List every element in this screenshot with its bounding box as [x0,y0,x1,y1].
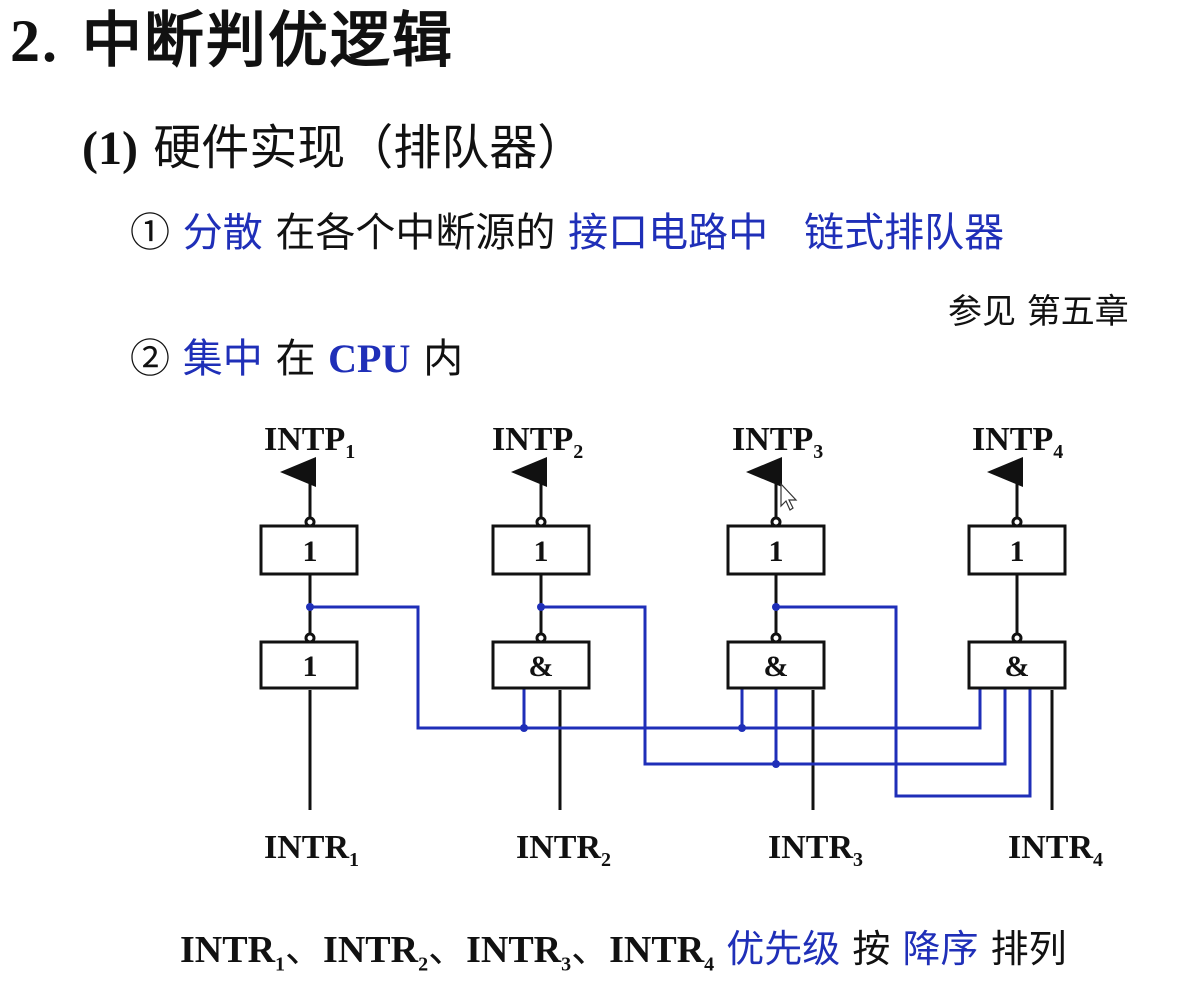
junction-dot-1 [306,603,314,611]
inverter-bubble-bottom-1 [304,632,316,644]
title-number: 2. [10,8,59,74]
item2-suffix: 内 [423,336,464,382]
chapter-reference: 参见 第五章 [948,292,1129,332]
footer-signal-1: INTR1 [180,929,286,976]
inverter-bubble-bottom-3 [770,632,782,644]
item1-location: 接口电路中 [568,210,769,256]
footer-signal-2: INTR2 [323,929,429,976]
item2-marker: ② [130,336,170,382]
subtitle-number: (1) [82,122,138,175]
footer-arrange: 排列 [990,927,1067,971]
item2-cpu: CPU [328,336,411,381]
item1-text: 在各个中断源的 [275,210,556,256]
junction-dot-4 [520,724,528,732]
mouse-cursor-icon [780,482,798,511]
footer-separator-1: 、 [285,927,324,971]
inverter-bubble-top-1 [304,516,316,528]
footer-separator-2: 、 [428,927,467,971]
input-label-1: INTR1 [264,829,359,871]
top-gate-4 [967,524,1067,576]
inverter-bubble-top-4 [1011,516,1023,528]
footer-priority: 优先级 [726,927,841,971]
bottom-gate-label-4: & [1005,650,1030,683]
item-distributed: ① 分散 在各个中断源的 接口电路中链式排队器 [130,200,1004,258]
blue-wire-b [541,605,1007,766]
inverter-bubble-bottom-4 [1011,632,1023,644]
item1-type: 链式排队器 [804,210,1005,256]
section-subtitle: (1) 硬件实现（排队器） [82,108,585,178]
footer-separator-3: 、 [571,927,610,971]
junction-dot-2 [537,603,545,611]
output-label-2: INTP2 [492,421,583,463]
priority-statement: INTR1、INTR2、INTR3、INTR4 优先级 按 降序 排列 [180,918,1067,977]
footer-signal-3: INTR3 [466,929,572,976]
output-label-3: INTP3 [732,421,823,463]
bottom-gate-4 [967,640,1067,690]
page-title: 2. 中断判优逻辑 [10,0,454,79]
bottom-gate-3 [726,640,826,690]
item2-kind: 集中 [182,336,263,382]
output-label-4: INTP4 [972,421,1063,463]
input-label-2: INTR2 [516,829,611,871]
junction-dot-5 [738,724,746,732]
inverter-bubble-bottom-2 [535,632,547,644]
footer-signal-4: INTR4 [609,929,715,976]
input-label-4: INTR4 [1008,829,1103,871]
top-gate-label-1: 1 [303,535,318,568]
blue-wire-a [310,605,982,730]
top-gate-3 [726,524,826,576]
title-text: 中断判优逻辑 [81,6,454,76]
junction-dot-6 [772,760,780,768]
top-gate-label-2: 1 [534,535,549,568]
junction-dot-3 [772,603,780,611]
footer-by: 按 [852,927,891,971]
footer-order: 降序 [902,927,979,971]
bottom-gate-label-3: & [764,650,789,683]
inverter-bubble-top-3 [770,516,782,528]
item1-marker: ① [130,210,170,256]
item-centralized: ② 集中 在 CPU 内 [130,326,463,384]
bottom-gate-label-1: 1 [303,650,318,683]
top-gate-label-3: 1 [769,535,784,568]
item2-prefix: 在 [275,336,316,382]
top-gate-1 [259,524,359,576]
bottom-gate-2 [491,640,591,690]
inverter-bubble-top-2 [535,516,547,528]
top-gate-label-4: 1 [1010,535,1025,568]
subtitle-text: 硬件实现（排队器） [153,120,586,176]
output-label-1: INTP1 [264,421,355,463]
bottom-gate-label-2: & [529,650,554,683]
blue-wire-c [776,605,1032,798]
item1-kind: 分散 [182,210,263,256]
input-label-3: INTR3 [768,829,863,871]
